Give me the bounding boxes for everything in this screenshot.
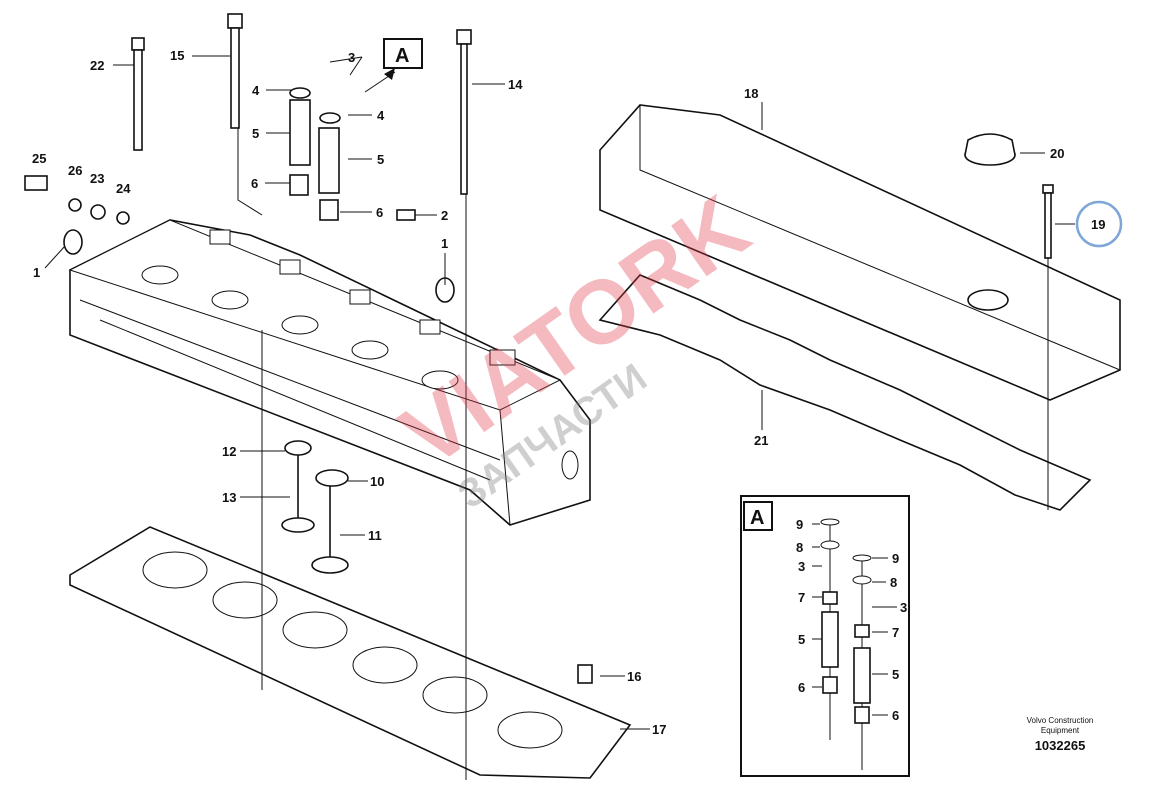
head-gasket (69, 526, 632, 779)
valve-cover (599, 104, 1121, 401)
callout-23: 23 (90, 171, 104, 186)
detail-a-marker (383, 38, 423, 69)
cylinder-head (68, 219, 591, 526)
leader-lines (44, 55, 1075, 780)
callout-1: 1 (441, 236, 448, 251)
callout-25: 25 (32, 151, 46, 166)
inset-callout-8: 8 (890, 575, 897, 590)
company-line-2: Equipment (1041, 726, 1080, 735)
valves (281, 455, 349, 574)
callout-2: 2 (441, 208, 448, 223)
inset-title: A (750, 507, 764, 529)
figure-footer: Volvo Construction Equipment 1032265 (1027, 716, 1094, 753)
callout-24: 24 (116, 181, 131, 196)
inset-callout-5: 5 (892, 667, 899, 682)
callout-3: 3 (348, 50, 355, 65)
inset-callout-7: 7 (892, 625, 899, 640)
figure-number: 1032265 (1035, 738, 1086, 753)
oil-filler-cap (964, 133, 1016, 166)
callout-5: 5 (252, 126, 259, 141)
inset-parts (812, 518, 897, 770)
detail-a-label: A (395, 45, 409, 67)
highlight-circle (1075, 200, 1123, 248)
valve-springs (289, 87, 341, 221)
callout-20: 20 (1050, 146, 1064, 161)
callout-18: 18 (744, 86, 758, 101)
callout-17: 17 (652, 722, 666, 737)
callout-12: 12 (222, 444, 236, 459)
inset-callout-8: 8 (796, 540, 803, 555)
cylinder-head-details (141, 229, 579, 480)
callout-labels: 22 15 3 A 14 4 4 5 5 6 6 2 1 1 25 26 23 … (32, 38, 1123, 737)
inset-callout-9: 9 (892, 551, 899, 566)
inset-callout-9: 9 (796, 517, 803, 532)
callout-26: 26 (68, 163, 82, 178)
inset-callout-6: 6 (892, 708, 899, 723)
callout-13: 13 (222, 490, 236, 505)
callout-10: 10 (370, 474, 384, 489)
callout-4: 4 (252, 83, 260, 98)
callout-6: 6 (376, 205, 383, 220)
inset-callout-5: 5 (798, 632, 805, 647)
inset-callout-6: 6 (798, 680, 805, 695)
callout-4: 4 (377, 108, 385, 123)
callout-16: 16 (627, 669, 641, 684)
company-line-1: Volvo Construction (1027, 716, 1094, 725)
detail-a-inset: A 9 8 3 7 5 6 9 8 3 7 5 6 (740, 495, 910, 777)
callout-11: 11 (368, 528, 382, 543)
valve-cover-gasket (598, 274, 1092, 511)
inset-callout-3: 3 (798, 559, 805, 574)
callout-1: 1 (33, 265, 40, 280)
callout-15: 15 (170, 48, 184, 63)
plugs-and-seals (24, 175, 593, 684)
inset-callout-7: 7 (798, 590, 805, 605)
callout-6: 6 (251, 176, 258, 191)
callout-14: 14 (508, 77, 523, 92)
callout-19[interactable]: 19 (1091, 217, 1105, 232)
callout-22: 22 (90, 58, 104, 73)
inset-callout-3: 3 (900, 600, 907, 615)
callout-5: 5 (377, 152, 384, 167)
callout-21: 21 (754, 433, 768, 448)
